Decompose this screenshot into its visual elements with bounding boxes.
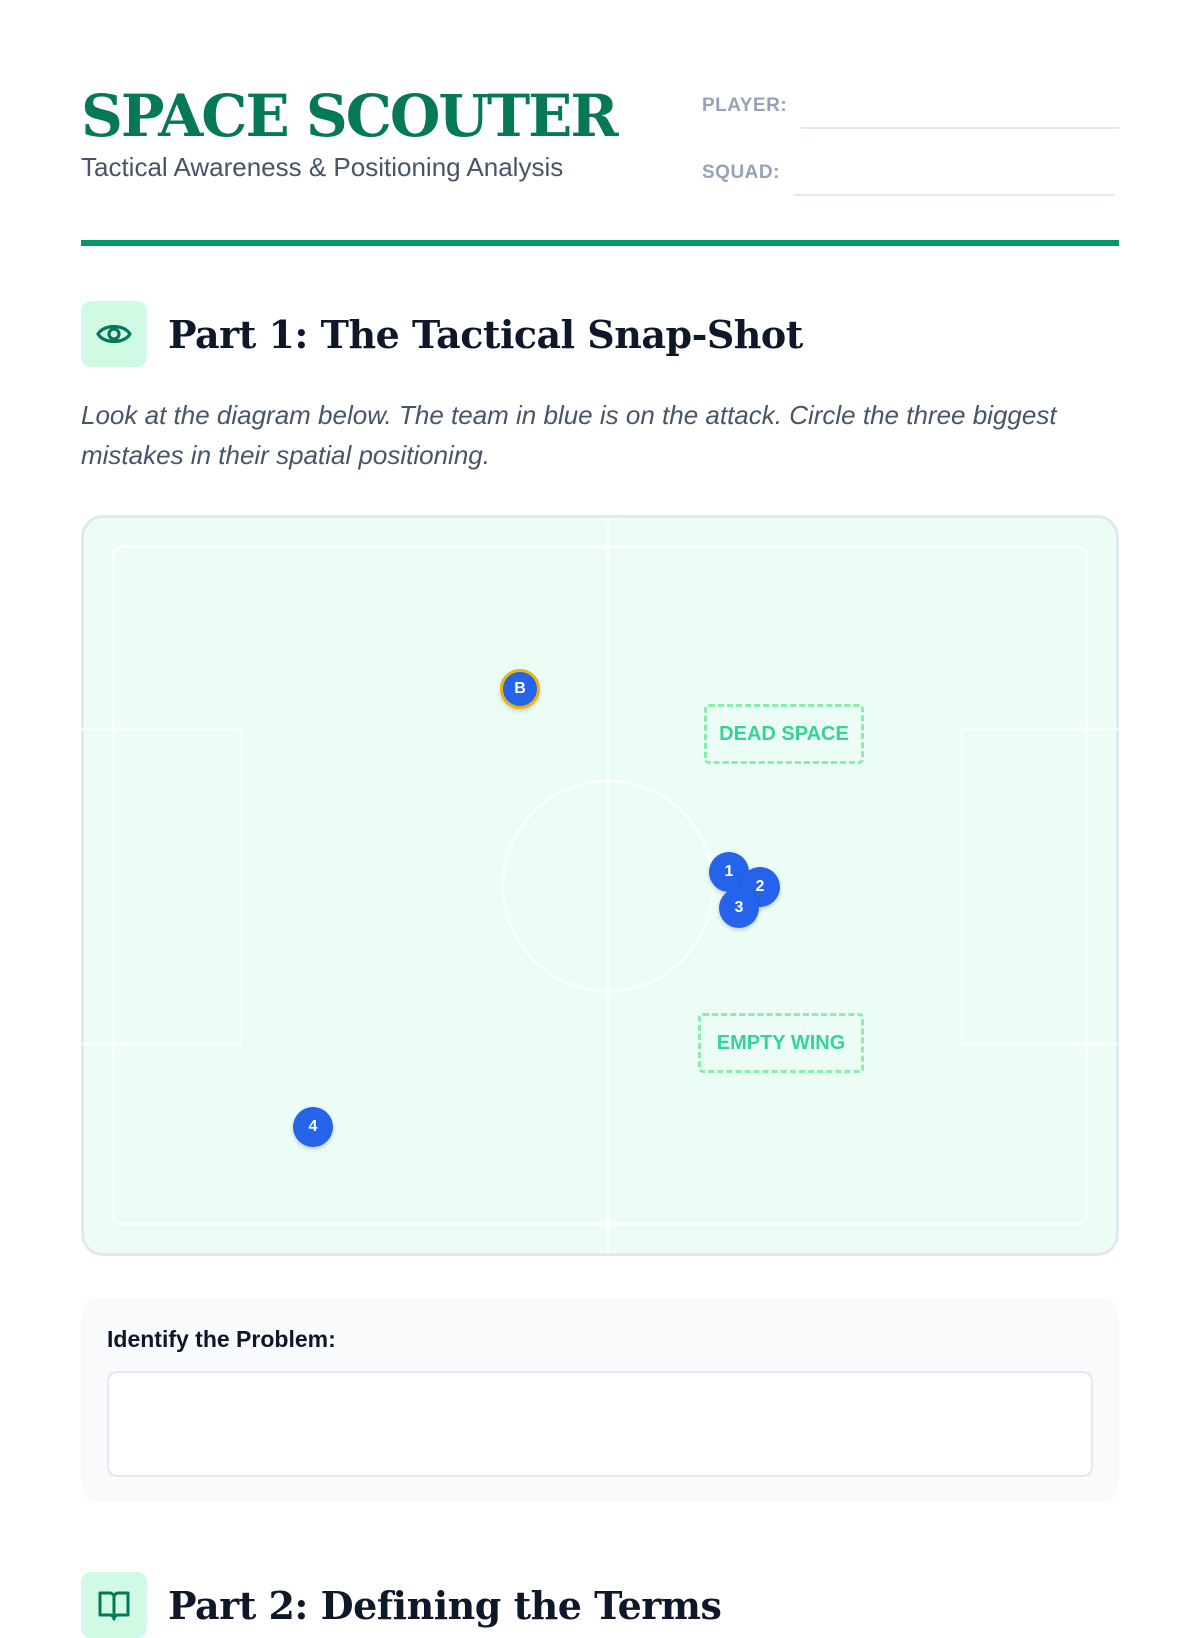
dead-space-zone: DEAD SPACE <box>704 704 864 764</box>
empty-wing-zone: EMPTY WING <box>698 1013 864 1073</box>
worksheet-page: SPACE SCOUTER Tactical Awareness & Posit… <box>77 80 1126 1638</box>
worksheet-header: SPACE SCOUTER Tactical Awareness & Posit… <box>81 80 1119 246</box>
attacker-3[interactable]: 3 <box>719 888 759 928</box>
part2-heading: Part 2: Defining the Terms <box>81 1572 722 1638</box>
squad-label: SQUAD: <box>702 162 780 183</box>
squad-name-field[interactable] <box>793 160 1114 196</box>
identify-problem-card: Identify the Problem: <box>81 1298 1119 1502</box>
player-label: PLAYER: <box>702 95 788 116</box>
part2-title: Part 2: Defining the Terms <box>168 1582 722 1628</box>
attacker-4[interactable]: 4 <box>293 1107 333 1147</box>
eye-icon <box>81 301 147 367</box>
book-icon <box>81 1572 147 1638</box>
pitch-markings <box>77 518 1126 1253</box>
player-name-field[interactable] <box>801 93 1119 129</box>
worksheet-subtitle: Tactical Awareness & Positioning Analysi… <box>81 152 564 182</box>
tactical-pitch-diagram[interactable]: DEAD SPACE EMPTY WING B 1 2 3 4 <box>77 515 1126 1256</box>
identify-problem-label: Identify the Problem: <box>107 1326 336 1352</box>
part1-title: Part 1: The Tactical Snap-Shot <box>168 311 803 357</box>
identify-problem-answer-box[interactable] <box>107 1371 1093 1477</box>
squad-field-row: SQUAD: <box>702 160 1114 196</box>
player-field-row: PLAYER: <box>702 93 1119 129</box>
worksheet-title: SPACE SCOUTER <box>81 82 619 150</box>
part1-heading: Part 1: The Tactical Snap-Shot <box>81 301 803 367</box>
ball-carrier-player[interactable]: B <box>500 669 540 709</box>
part1-instructions: Look at the diagram below. The team in b… <box>81 400 1057 470</box>
